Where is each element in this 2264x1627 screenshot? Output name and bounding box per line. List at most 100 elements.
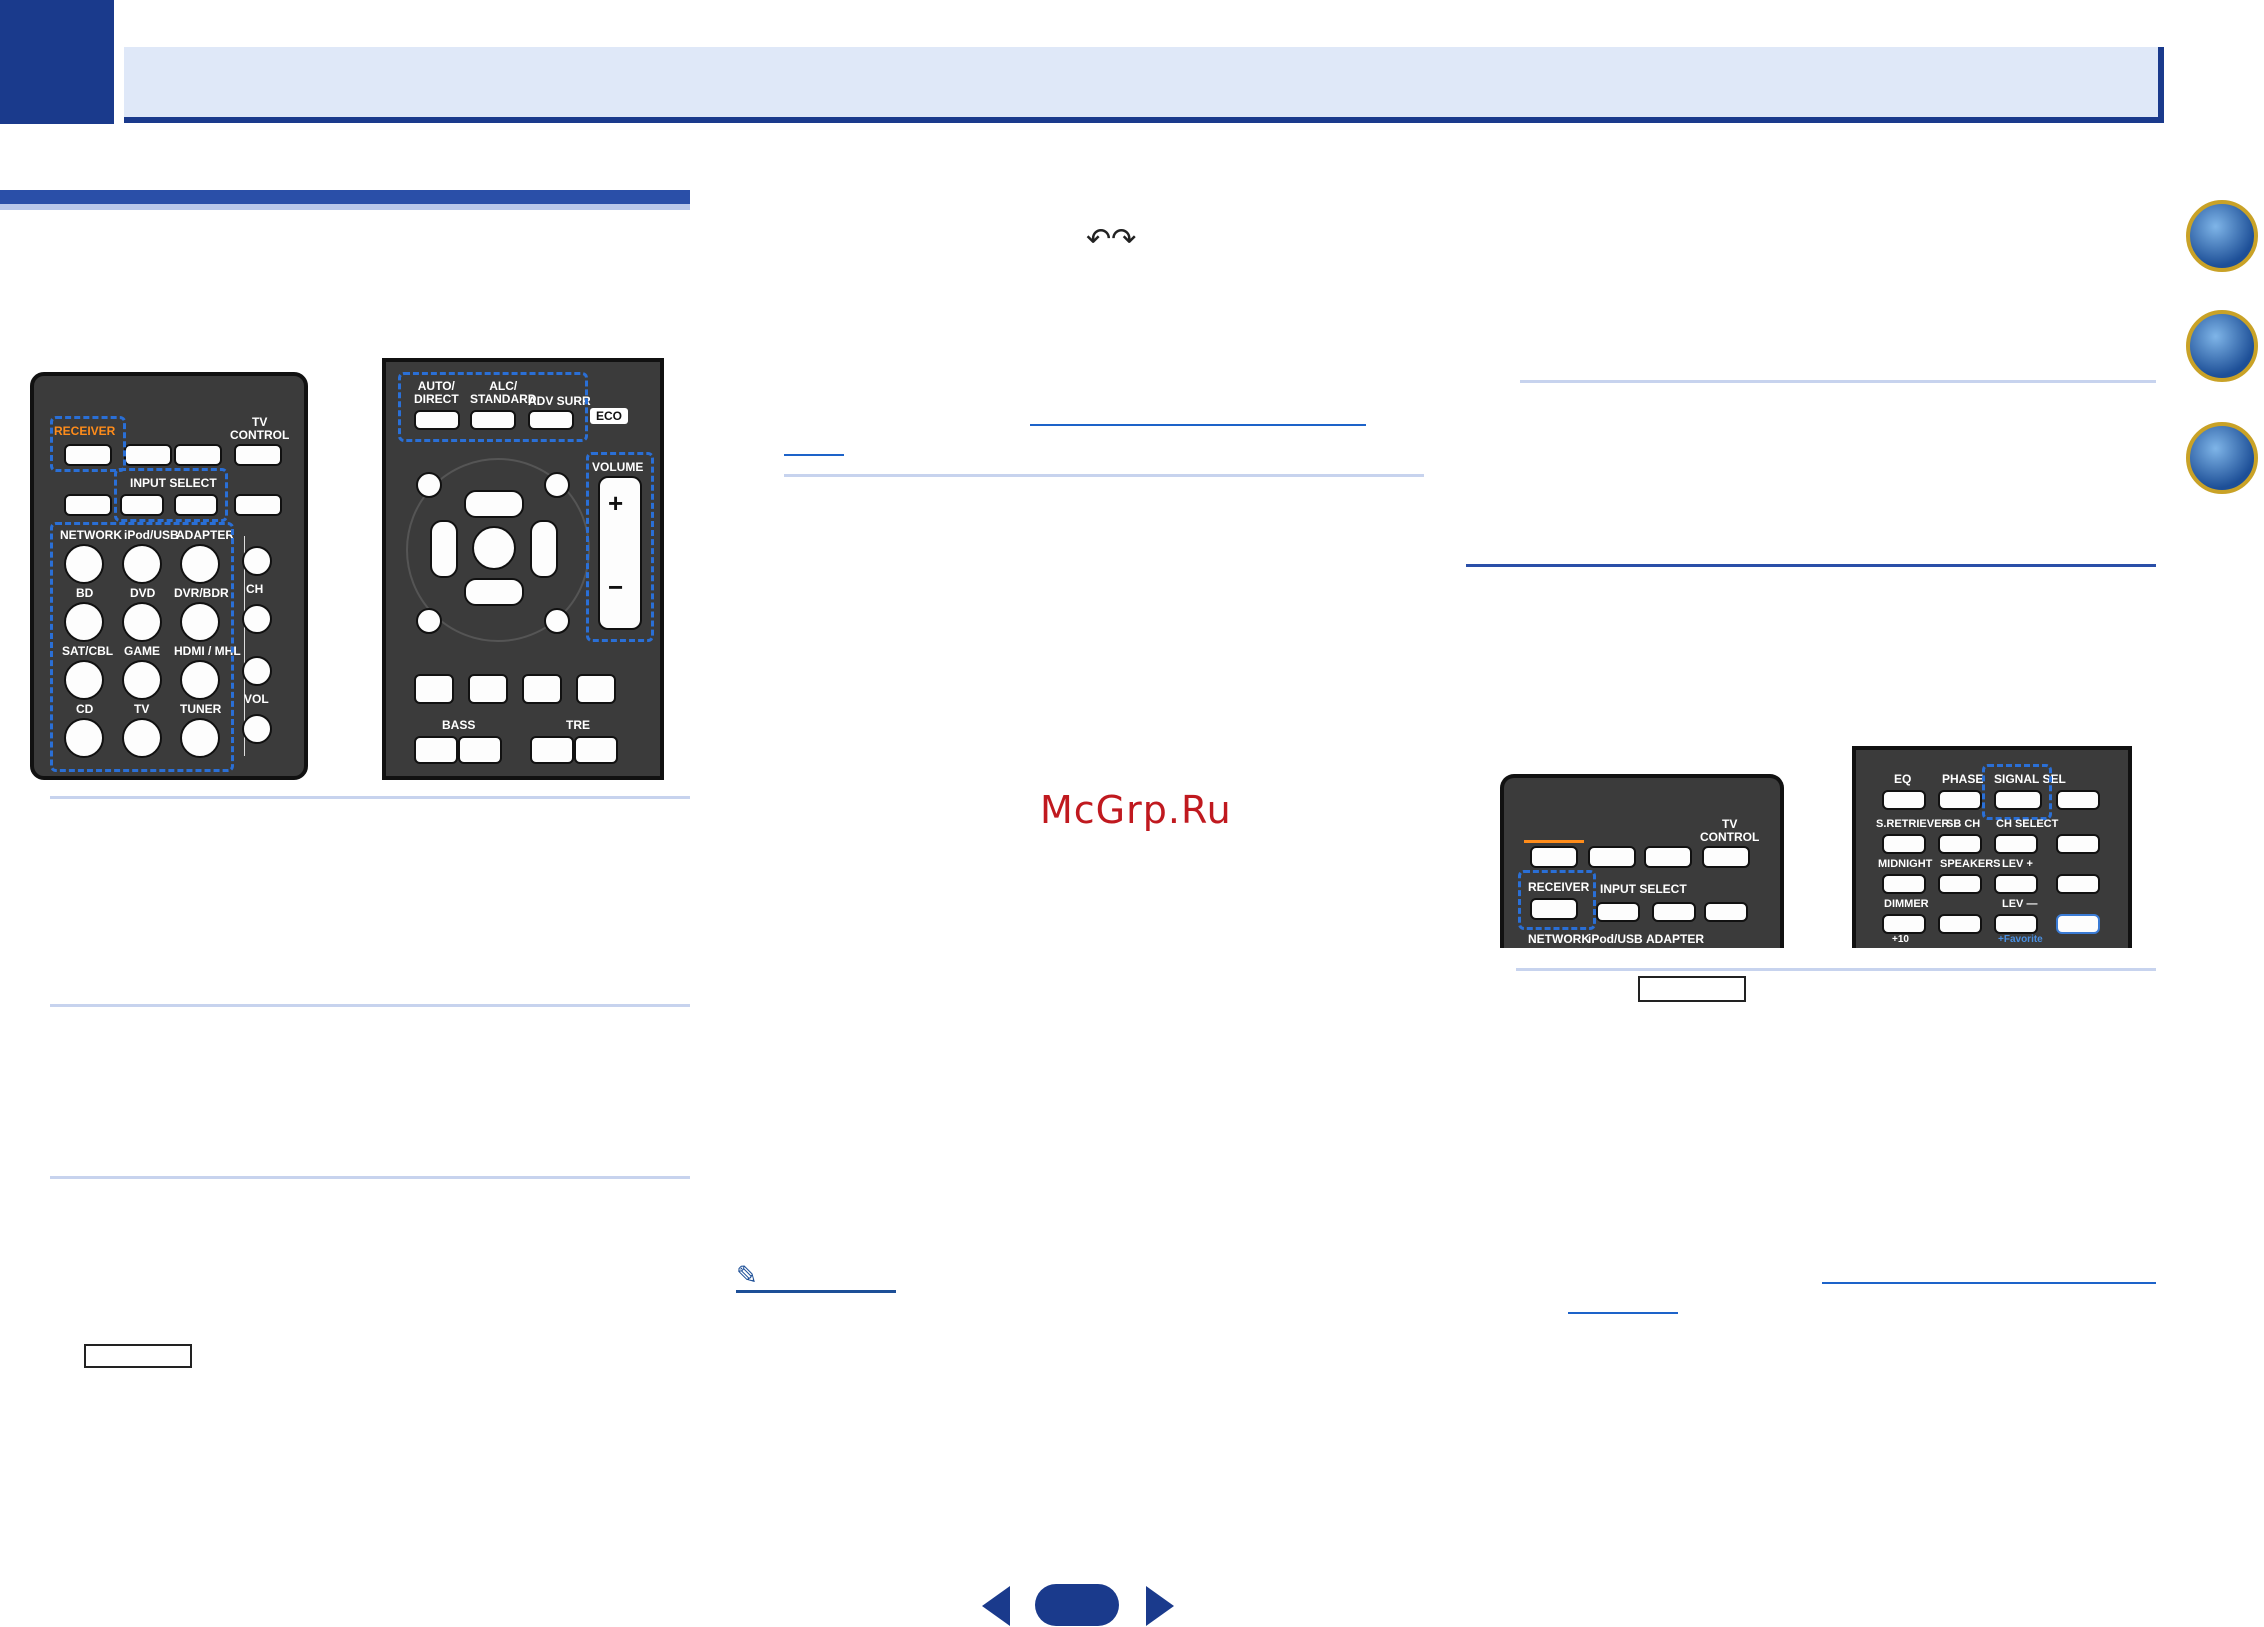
tre-rewind-button[interactable] (530, 736, 574, 764)
cross-reference-link[interactable] (1030, 424, 1366, 426)
right-button[interactable] (530, 520, 558, 578)
up-button[interactable] (464, 490, 524, 518)
input-button-cd[interactable] (64, 718, 104, 758)
tre-ffwd-button[interactable] (574, 736, 618, 764)
repeat-button[interactable] (2056, 834, 2100, 854)
tools-icon[interactable] (544, 472, 570, 498)
next-page-arrow-icon[interactable] (1146, 1586, 1174, 1626)
receiver-label-a: RECEIVER (1528, 880, 1590, 894)
input-select-left-button[interactable] (120, 494, 164, 516)
eq-button[interactable] (1882, 790, 1926, 810)
pause-button[interactable] (414, 674, 454, 704)
lev-minus-button[interactable] (1994, 914, 2038, 934)
enter-button[interactable] (472, 526, 516, 570)
signal-sel-label: SIGNAL SEL (1994, 772, 2066, 786)
play-button[interactable] (522, 674, 562, 704)
remote-illustration-right-a: TV CONTROL RECEIVER INPUT SELECT NETWORK… (1500, 774, 1784, 948)
tv-power-button[interactable] (234, 444, 282, 466)
dimmer-button[interactable] (1882, 914, 1926, 934)
input-button-adapter[interactable] (180, 544, 220, 584)
input-button-dvr[interactable] (180, 602, 220, 642)
input-button-dvd[interactable] (122, 602, 162, 642)
cross-reference-link-right-cont[interactable] (1568, 1312, 1678, 1314)
vol-label: VOL (244, 692, 269, 706)
input-button-bd[interactable] (64, 602, 104, 642)
auto-direct-button[interactable] (414, 410, 460, 430)
input-select-left-a[interactable] (1596, 902, 1640, 922)
input-button-tuner[interactable] (180, 718, 220, 758)
bottom-label-adapter: ADAPTER (1646, 932, 1705, 946)
divider-3 (50, 1176, 690, 1179)
speakers-button[interactable] (1938, 874, 1982, 894)
blue-outlined-button[interactable] (2056, 914, 2100, 934)
power-button-a4[interactable] (1702, 846, 1750, 868)
adv-surr-label: ADV SURR (528, 394, 591, 408)
phase-button[interactable] (1938, 790, 1982, 810)
input-button-ipod[interactable] (122, 544, 162, 584)
bass-skip-back-button[interactable] (414, 736, 458, 764)
input-button-game[interactable] (122, 660, 162, 700)
highlight-input-select (114, 468, 228, 522)
button-label-box-right (1638, 976, 1746, 1002)
right-section-rule (1466, 564, 2156, 567)
stop-button[interactable] (468, 674, 508, 704)
ch-plus-button[interactable] (242, 546, 272, 576)
shuffle-button[interactable] (2056, 874, 2100, 894)
vol-minus-button[interactable] (242, 714, 272, 744)
sretriever-button[interactable] (1882, 834, 1926, 854)
input-select-right-a[interactable] (1652, 902, 1696, 922)
blank-button-b1[interactable] (2056, 790, 2100, 810)
home-icon[interactable] (416, 608, 442, 634)
down-button[interactable] (464, 578, 524, 606)
power-button-a3[interactable] (1644, 846, 1692, 868)
volume-label: VOLUME (592, 460, 644, 474)
power-button-3[interactable] (174, 444, 222, 466)
receiver-label: RECEIVER (54, 424, 116, 438)
receiver-power-button[interactable] (64, 444, 112, 466)
input-label-cd: CD (76, 702, 94, 716)
input-button-hdmi[interactable] (180, 660, 220, 700)
highlight-input-buttons (50, 522, 234, 772)
blank-button-right[interactable] (234, 494, 282, 516)
cross-reference-link-cont[interactable] (784, 454, 844, 456)
alc-standard-button[interactable] (470, 410, 516, 430)
power-button-a1[interactable] (1530, 846, 1578, 868)
power-button-2[interactable] (124, 444, 172, 466)
manual-book-icon[interactable] (2186, 200, 2258, 272)
input-button-satcbl[interactable] (64, 660, 104, 700)
watermark-text: McGrp.Ru (1040, 788, 1232, 832)
ch-minus-button[interactable] (242, 604, 272, 634)
receiver-button-a[interactable] (1530, 898, 1578, 920)
input-label-bd: BD (76, 586, 94, 600)
input-button-tv[interactable] (122, 718, 162, 758)
cross-reference-link-right[interactable] (1822, 1282, 2156, 1284)
return-icon[interactable] (544, 608, 570, 634)
input-button-network[interactable] (64, 544, 104, 584)
bass-skip-fwd-button[interactable] (458, 736, 502, 764)
adv-surr-button[interactable] (528, 410, 574, 430)
eco-label[interactable]: ECO (590, 408, 629, 424)
chselect-button[interactable] (1994, 834, 2038, 854)
signal-sel-button[interactable] (1994, 790, 2042, 810)
power-button-a2[interactable] (1588, 846, 1636, 868)
vol-plus-button[interactable] (242, 656, 272, 686)
volume-rocker[interactable] (598, 476, 642, 630)
blank-button-left[interactable] (64, 494, 112, 516)
help-question-icon[interactable] (2186, 422, 2258, 494)
cancel-icon[interactable] (416, 472, 442, 498)
lev-plus-button[interactable] (1994, 874, 2038, 894)
blank-button-b2[interactable] (1938, 914, 1982, 934)
mute-button[interactable] (576, 674, 616, 704)
sbch-button[interactable] (1938, 834, 1982, 854)
previous-page-arrow-icon[interactable] (982, 1586, 1010, 1626)
input-label-satcbl: SAT/CBL (62, 644, 114, 658)
page-number-pill[interactable] (1035, 1584, 1119, 1626)
blank-button-a[interactable] (1704, 902, 1748, 922)
remote-control-icon[interactable] (2186, 310, 2258, 382)
chapter-tab (0, 0, 114, 124)
left-button[interactable] (430, 520, 458, 578)
midnight-button[interactable] (1882, 874, 1926, 894)
bass-label: BASS (442, 718, 476, 732)
alc-standard-label: ALC/ STANDARD (470, 379, 537, 406)
input-select-right-button[interactable] (174, 494, 218, 516)
